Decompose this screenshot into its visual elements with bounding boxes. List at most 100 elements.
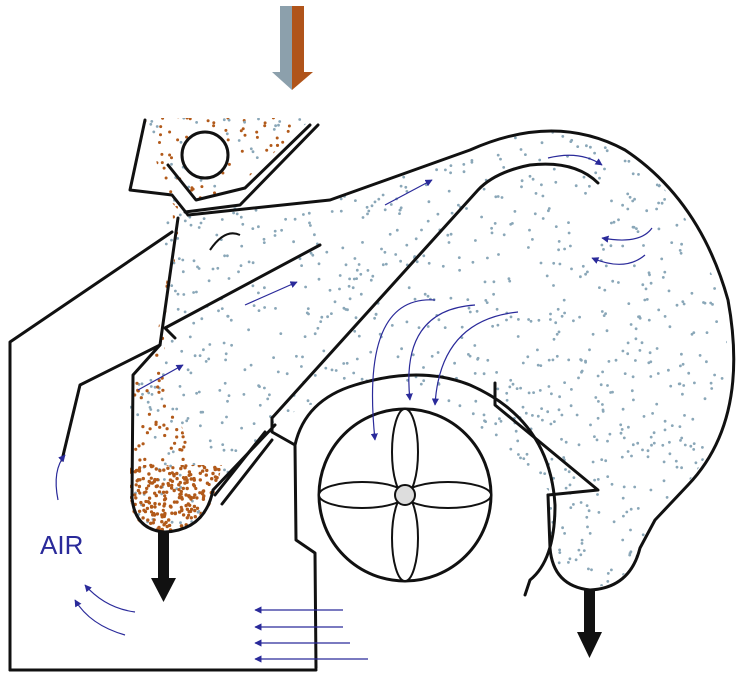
particle xyxy=(146,175,149,178)
particle xyxy=(645,288,648,291)
particle xyxy=(382,194,385,197)
particle xyxy=(703,595,706,598)
particle xyxy=(655,208,658,211)
particle xyxy=(137,335,140,338)
particle xyxy=(194,357,197,360)
particle xyxy=(167,452,170,455)
particle xyxy=(151,299,154,302)
particle xyxy=(531,238,534,241)
particle xyxy=(193,484,196,487)
particle xyxy=(146,518,149,521)
particle xyxy=(736,217,739,220)
particle xyxy=(606,440,609,443)
particle xyxy=(177,483,180,486)
particle xyxy=(319,320,322,323)
particle xyxy=(543,472,546,475)
particle xyxy=(168,472,171,475)
particle xyxy=(581,539,584,542)
particle xyxy=(153,550,156,553)
particle xyxy=(732,490,735,493)
particle xyxy=(362,216,365,219)
particle xyxy=(153,478,156,481)
particle xyxy=(161,161,164,164)
particle xyxy=(241,223,244,226)
particle xyxy=(228,277,231,280)
particle xyxy=(562,456,565,459)
particle xyxy=(472,412,475,415)
particle xyxy=(132,533,135,536)
particle xyxy=(746,208,749,211)
particle xyxy=(416,591,419,594)
particle xyxy=(226,315,229,318)
particle xyxy=(584,273,587,276)
particle xyxy=(234,147,237,150)
particle xyxy=(694,485,697,488)
particle xyxy=(678,510,681,513)
particle xyxy=(506,399,509,402)
particle xyxy=(366,213,369,216)
particle xyxy=(358,263,361,266)
particle xyxy=(306,526,309,529)
particle xyxy=(694,554,697,557)
particle xyxy=(656,184,659,187)
particle xyxy=(187,368,190,371)
particle xyxy=(180,508,183,511)
particle xyxy=(462,163,465,166)
particle xyxy=(733,590,736,593)
particle xyxy=(553,420,556,423)
particle xyxy=(310,465,313,468)
particle xyxy=(586,526,589,529)
particle xyxy=(638,315,641,318)
particle xyxy=(241,150,244,153)
particle xyxy=(715,470,718,473)
particle xyxy=(701,446,704,449)
particle xyxy=(183,223,186,226)
particle xyxy=(650,444,653,447)
particle xyxy=(155,324,158,327)
particle xyxy=(256,156,259,159)
particle xyxy=(483,188,486,191)
particle xyxy=(598,177,601,180)
particle xyxy=(505,392,508,395)
particle xyxy=(444,169,447,172)
particle xyxy=(526,497,529,500)
particle xyxy=(604,312,607,315)
particle xyxy=(188,110,191,113)
particle xyxy=(582,265,585,268)
particle xyxy=(161,458,164,461)
particle xyxy=(139,198,142,201)
particle xyxy=(557,583,560,586)
particle xyxy=(165,361,168,364)
particle xyxy=(494,195,497,198)
particle xyxy=(603,289,606,292)
particle xyxy=(281,430,284,433)
particle xyxy=(133,216,136,219)
particle xyxy=(613,221,616,224)
particle xyxy=(199,359,202,362)
particle xyxy=(551,458,554,461)
particle xyxy=(339,274,342,277)
particle xyxy=(584,360,587,363)
particle xyxy=(370,279,373,282)
particle xyxy=(428,200,431,203)
particle xyxy=(155,494,158,497)
particle xyxy=(213,517,216,520)
particle xyxy=(181,431,184,434)
particle xyxy=(375,578,378,581)
particle xyxy=(280,229,283,232)
particle xyxy=(150,385,153,388)
particle xyxy=(155,354,158,357)
particle xyxy=(154,386,157,389)
particle xyxy=(600,458,603,461)
particle xyxy=(152,238,155,241)
particle xyxy=(143,465,146,468)
fan-hub xyxy=(395,485,415,505)
particle xyxy=(148,531,151,534)
particle xyxy=(390,203,393,206)
particle xyxy=(177,310,180,313)
particle xyxy=(218,473,221,476)
particle xyxy=(182,293,185,296)
particle xyxy=(555,111,558,114)
particle xyxy=(740,434,743,437)
particle xyxy=(153,228,156,231)
